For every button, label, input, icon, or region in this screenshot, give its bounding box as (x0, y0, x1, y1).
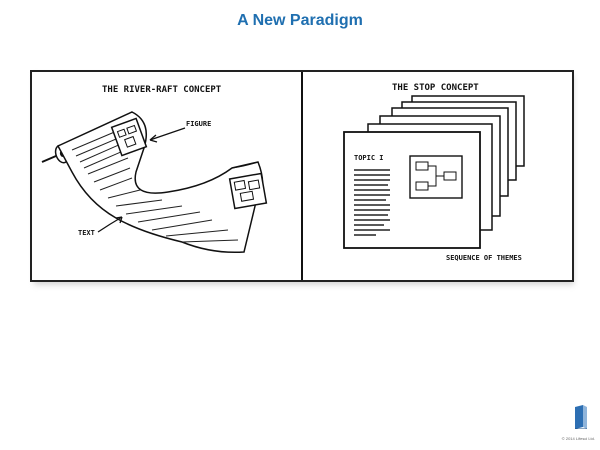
book-logo-icon (575, 405, 587, 429)
river-raft-heading: THE RIVER-RAFT CONCEPT (102, 85, 222, 95)
slide-title: A New Paradigm (237, 12, 363, 29)
figure-arrow-icon (149, 127, 186, 141)
stop-concept-panel: THE STOP CONCEPT TOPIC I (343, 83, 525, 262)
concept-diagram: THE RIVER-RAFT CONCEPT (41, 72, 525, 280)
sequence-caption: SEQUENCE OF THEMES (446, 254, 522, 262)
topic-label: TOPIC I (354, 154, 384, 162)
copyright-text: © 2014 Lifesci Ltd. (561, 436, 595, 441)
figure-label: FIGURE (186, 120, 211, 128)
concept-figure: THE RIVER-RAFT CONCEPT (30, 70, 574, 282)
figure-box-icon (228, 172, 268, 210)
stop-concept-heading: THE STOP CONCEPT (392, 83, 479, 93)
text-lines (71, 127, 239, 243)
text-arrow-icon (97, 216, 123, 233)
figure-box-icon (110, 117, 148, 157)
text-label: TEXT (78, 229, 95, 237)
river-raft-panel: THE RIVER-RAFT CONCEPT (41, 85, 268, 254)
flowchart-icon (409, 155, 463, 199)
topic-text-lines (354, 169, 390, 236)
